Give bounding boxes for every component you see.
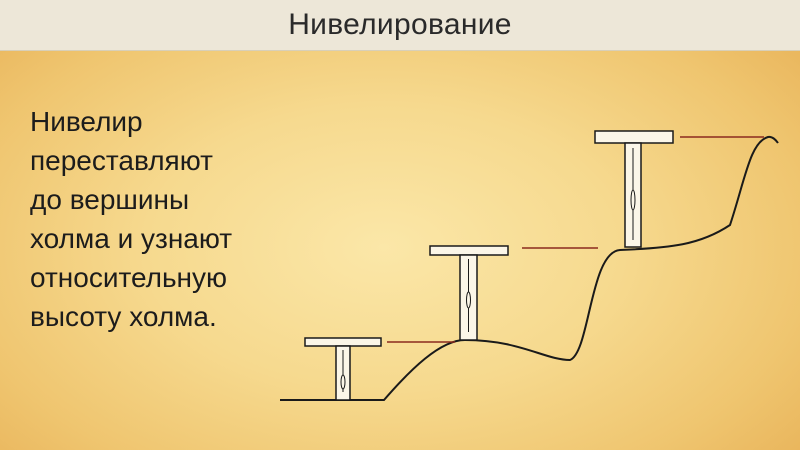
level-instrument: [304, 337, 382, 401]
body-line: до вершины: [30, 184, 190, 215]
title-bar: Нивелирование: [0, 0, 800, 51]
body-line: холма и узнают: [30, 223, 233, 254]
body-line: Нивелир: [30, 106, 143, 137]
instrument-top: [429, 245, 509, 256]
slide-title: Нивелирование: [288, 8, 512, 41]
plumb-bob: [466, 291, 471, 309]
body-line: высоту холма.: [30, 301, 217, 332]
plumb-bob: [340, 374, 346, 390]
instrument-top: [594, 130, 674, 144]
level-instrument: [594, 130, 674, 248]
body-text: Нивелир переставляют до вершины холма и …: [30, 102, 300, 336]
plumb-bob: [630, 189, 636, 211]
instrument-top: [304, 337, 382, 347]
body-line: относительную: [30, 262, 227, 293]
body-line: переставляют: [30, 145, 213, 176]
hill-profile: [280, 135, 779, 401]
level-instrument: [429, 245, 509, 341]
